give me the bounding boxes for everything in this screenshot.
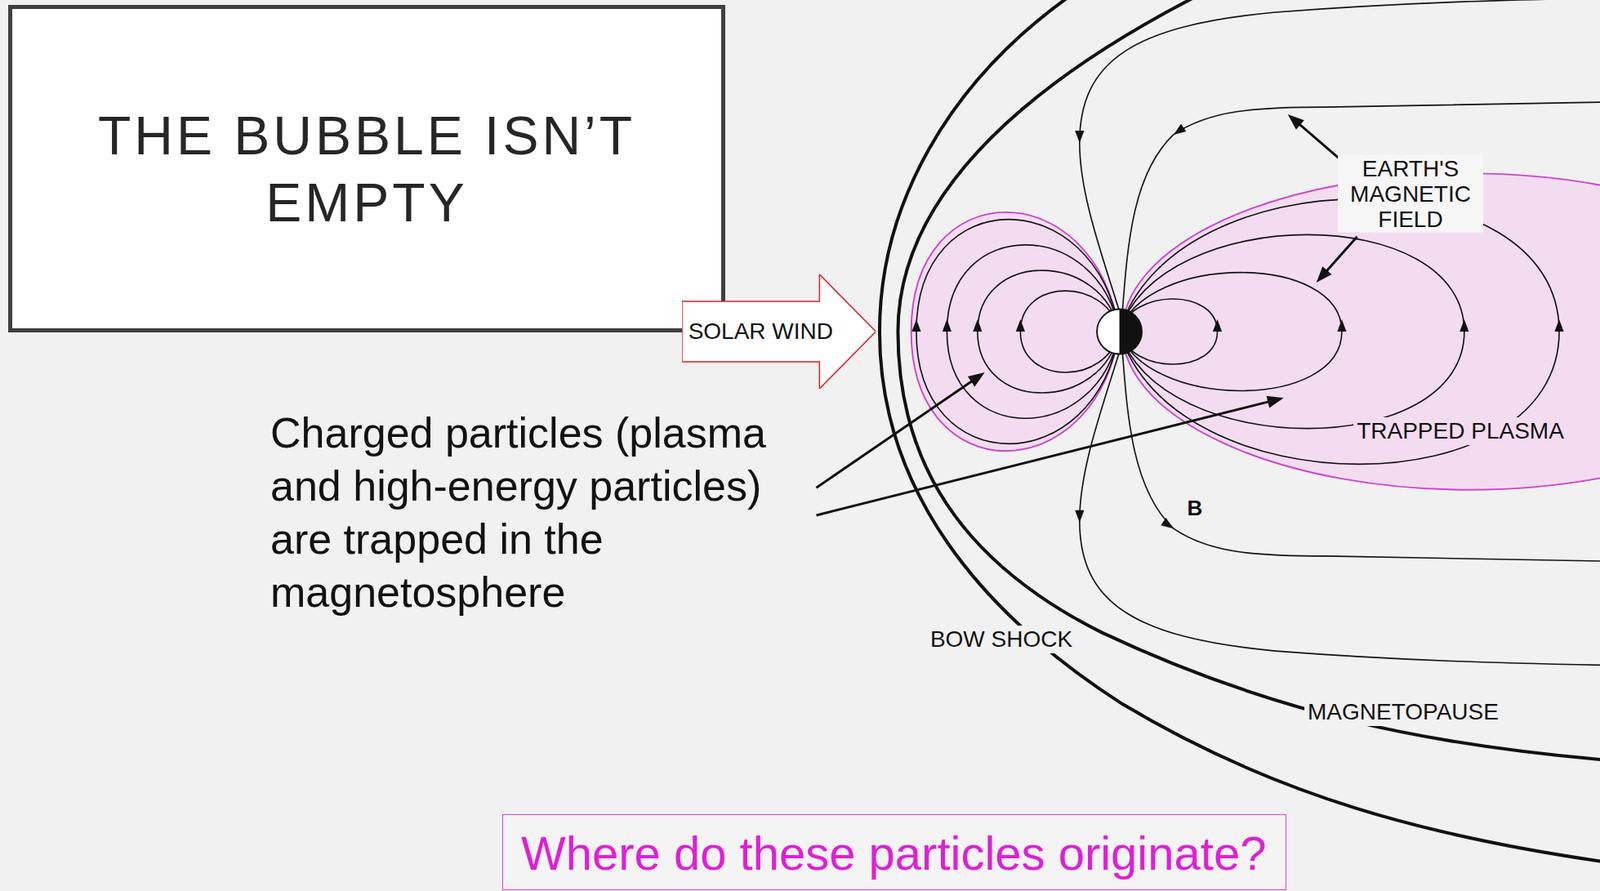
arrow-label: SOLAR WIND (688, 318, 834, 345)
leader-arrowhead (967, 367, 989, 388)
arrow-shape (681, 274, 876, 389)
leader-arrowhead (1283, 109, 1305, 130)
field-arrowhead (1337, 319, 1346, 332)
field-line (1079, 0, 1600, 312)
question-text: Where do these particles originate? (521, 826, 1266, 882)
field-arrowhead (942, 319, 952, 332)
field-label: EARTH'S MAGNETIC FIELD (1337, 155, 1484, 233)
field-line (1119, 234, 1465, 428)
field-arrowhead (911, 319, 921, 332)
field-arrowhead (1074, 130, 1084, 143)
field-symbol: B (1187, 495, 1204, 521)
field-line (1119, 272, 1342, 392)
leader-arrowheads (967, 109, 1333, 408)
earth-night-side (1119, 309, 1142, 355)
field-line (1079, 352, 1600, 666)
bow-shock-curve (879, 0, 1600, 863)
callout-text: Charged particles (plasma and high-energ… (270, 406, 810, 620)
solar-wind-arrow: SOLAR WIND (681, 274, 876, 389)
field-line (1122, 352, 1600, 562)
field-lines (916, 0, 1600, 666)
field-arrowhead (1212, 319, 1222, 332)
boundary-label: BOW SHOCK (927, 625, 1076, 654)
magnetopause-curve (897, 0, 1600, 761)
field-line (1122, 102, 1600, 312)
field-arrowhead (972, 319, 982, 332)
field-arrowhead (1074, 510, 1084, 523)
slide-title: THE BUBBLE ISN’T EMPTY (56, 102, 678, 237)
boundary-label: MAGNETOPAUSE (1304, 698, 1502, 727)
field-arrowhead (1171, 124, 1187, 139)
earth-symbol (1096, 309, 1142, 355)
title-box: THE BUBBLE ISN’T EMPTY (8, 4, 726, 333)
illustration-group (815, 0, 1600, 863)
leader-lines (815, 117, 1357, 516)
field-arrowhead (1459, 319, 1469, 332)
leader-arrowhead (1311, 266, 1332, 287)
question-box: Where do these particles originate? (502, 814, 1287, 891)
field-arrows (911, 124, 1564, 533)
field-line (946, 245, 1119, 419)
field-arrowhead (1016, 319, 1026, 332)
leader-line (815, 399, 1278, 516)
field-line (916, 219, 1120, 445)
leader-arrowhead (1265, 392, 1285, 408)
leader-line (815, 375, 980, 488)
field-arrowhead (1554, 319, 1564, 332)
region-label: TRAPPED PLASMA (1353, 417, 1568, 446)
trapped-plasma-region (911, 212, 1120, 451)
field-arrowhead (1160, 517, 1177, 533)
